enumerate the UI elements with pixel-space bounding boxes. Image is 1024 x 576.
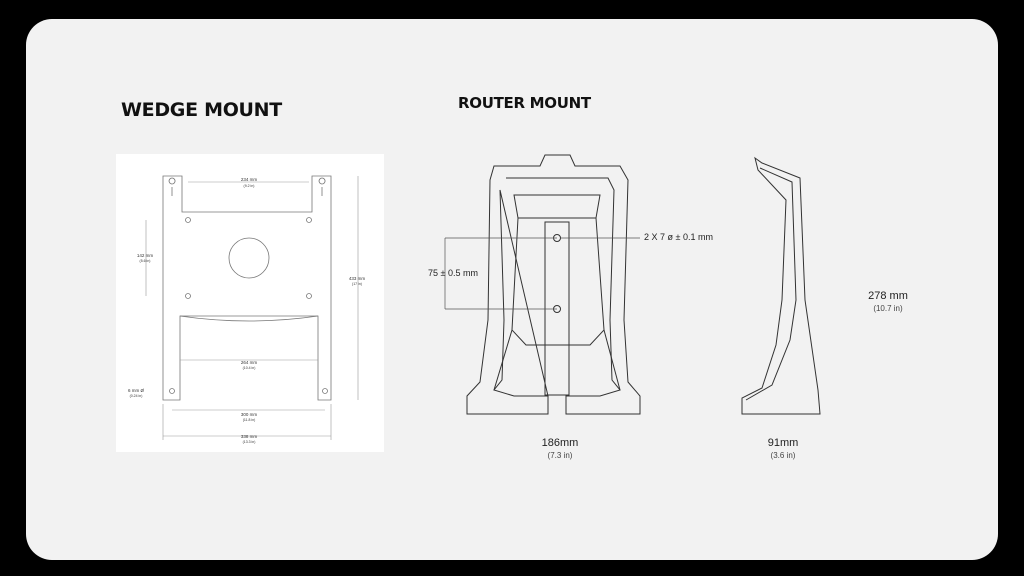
- dim-hole-dia-in: (0.24 in): [130, 394, 143, 398]
- center-hole: [228, 237, 270, 279]
- dim-overall-width: 338 mm: [241, 434, 258, 439]
- wedge-cutout-curve: [179, 315, 319, 322]
- router-spacing-label: 75 ± 0.5 mm: [428, 268, 478, 278]
- dim-hole-dia: 6 mm Ø: [128, 388, 145, 393]
- router-side-outline: [741, 156, 821, 415]
- router-front-inner: [493, 177, 621, 397]
- wedge-plate-outline: [162, 175, 332, 401]
- router-height: 278 mm (10.7 in): [868, 290, 908, 313]
- wedge-mount-drawing: 234 mm (9.2 in) 142 mm (5.6 in) 433 mm (…: [116, 154, 384, 452]
- router-center-strip: [544, 221, 570, 396]
- dim-hole-spacing: 142 mm: [137, 253, 154, 258]
- wedge-mount-title: WEDGE MOUNT: [121, 99, 282, 121]
- dim-base-width: 300 mm: [241, 412, 258, 417]
- mount-hole: [306, 293, 312, 299]
- router-front-top-bevel: [513, 194, 601, 219]
- router-side-inner: [745, 167, 797, 401]
- dim-hole-spacing-in: (5.6 in): [140, 259, 151, 263]
- router-front-side-bevels: [511, 217, 605, 346]
- router-mount-title: ROUTER MOUNT: [458, 94, 591, 112]
- router-front-outline: [466, 154, 641, 415]
- router-side-depth: 91mm (3.6 in): [767, 437, 799, 460]
- dim-overall-width-in: (13.3 in): [243, 440, 256, 444]
- keyhole-right: [318, 177, 326, 196]
- dim-mid-width: 264 mm: [241, 360, 258, 365]
- wedge-mount-svg: 234 mm (9.2 in) 142 mm (5.6 in) 433 mm (…: [128, 175, 366, 444]
- router-holes-label: 2 X 7 ø ± 0.1 mm: [644, 232, 713, 242]
- dim-top-width-in: (9.2 in): [244, 184, 255, 188]
- router-front-width: 186mm (7.3 in): [541, 437, 579, 460]
- dim-top-width: 234 mm: [241, 177, 258, 182]
- dim-mid-width-in: (10.4 in): [243, 366, 256, 370]
- keyhole-left: [168, 177, 176, 196]
- mount-hole: [185, 293, 191, 299]
- mount-hole: [306, 217, 312, 223]
- mount-hole: [169, 388, 175, 394]
- mount-hole: [322, 388, 328, 394]
- dim-height-in: (17 in): [352, 282, 362, 286]
- mount-hole: [185, 217, 191, 223]
- dim-base-width-in: (11.8 in): [243, 418, 256, 422]
- dim-height: 433 mm: [349, 276, 366, 281]
